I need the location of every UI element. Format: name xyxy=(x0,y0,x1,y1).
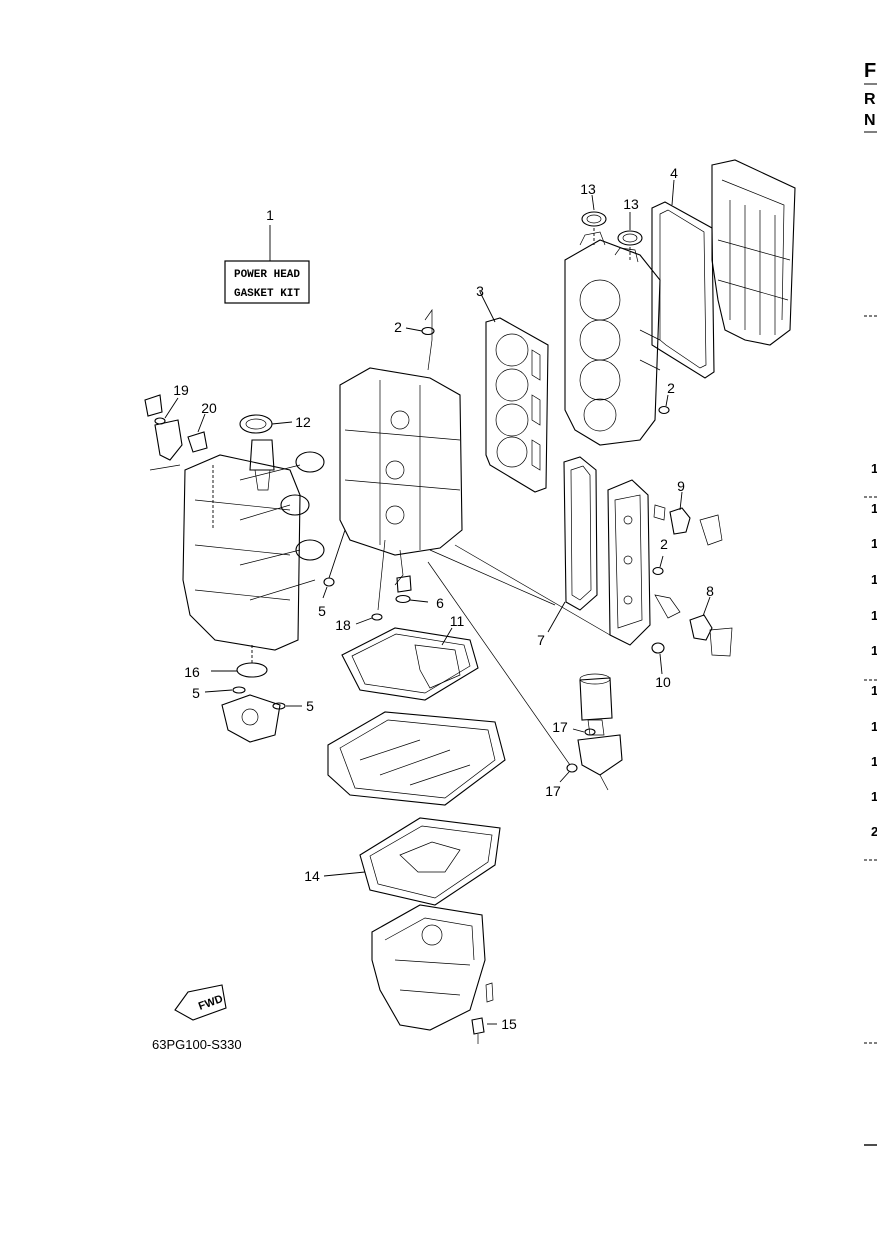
callout-20: 20 xyxy=(201,400,217,416)
edge-number: 1 xyxy=(871,572,877,587)
edge-number: 1 xyxy=(871,608,877,623)
crankcase-assembly xyxy=(182,439,325,651)
callout-2-top: 2 xyxy=(394,319,402,335)
o-ring-5-lower-left xyxy=(204,686,246,694)
callout-13-left: 13 xyxy=(580,181,596,197)
washer-right-mid xyxy=(652,555,664,576)
oil-seal-10 xyxy=(651,642,665,675)
cylinder-block xyxy=(339,308,463,611)
oil-pan-upper xyxy=(327,711,506,806)
callout-7: 7 xyxy=(537,632,545,648)
callout-6: 6 xyxy=(436,595,444,611)
callout-11: 11 xyxy=(450,613,465,629)
callout-5-lower-right: 5 xyxy=(306,698,314,714)
callout-4: 4 xyxy=(670,165,678,181)
valve-gasket-8 xyxy=(654,594,733,657)
exhaust-gasket-14 xyxy=(323,817,501,906)
exhaust-cover-gasket-7 xyxy=(547,456,598,633)
callout-17-upper: 17 xyxy=(552,719,568,735)
callout-5-lower-left: 5 xyxy=(192,685,200,701)
edge-number: 1 xyxy=(871,754,877,769)
camshaft-oil-seal-left xyxy=(581,194,607,245)
callout-14: 14 xyxy=(304,868,320,884)
callout-10: 10 xyxy=(655,674,671,690)
lower-housing-small xyxy=(221,694,281,743)
kit-box-line1: POWER HEAD xyxy=(234,269,300,281)
page-edge-text: F R N 1 1 1 1 1 1 1 1 1 1 2 xyxy=(864,60,877,1146)
callout-19: 19 xyxy=(173,382,189,398)
callout-17-lower: 17 xyxy=(545,783,561,799)
edge-number: 1 xyxy=(871,536,877,551)
washer-top xyxy=(405,326,435,336)
oil-filter-assembly xyxy=(577,673,623,791)
edge-number: 1 xyxy=(871,683,877,698)
o-ring-17-lower xyxy=(559,763,578,783)
edge-letter-r: R xyxy=(864,91,876,108)
callout-15: 15 xyxy=(501,1016,517,1032)
diagram-code: 63PG100-S330 xyxy=(152,1037,242,1052)
edge-letter-f: F xyxy=(864,60,876,82)
assembly-leader-lines xyxy=(427,544,611,766)
callout-12: 12 xyxy=(295,414,311,430)
oil-pan-gasket-11 xyxy=(341,627,479,701)
o-ring-17-upper xyxy=(572,728,596,736)
power-head-gasket-kit-box: POWER HEAD GASKET KIT xyxy=(224,225,310,304)
edge-number: 1 xyxy=(871,719,877,734)
kit-box-line2: GASKET KIT xyxy=(234,288,300,300)
head-cover-gasket xyxy=(651,179,715,379)
edge-number: 1 xyxy=(871,789,877,804)
cylinder-head xyxy=(564,231,661,446)
edge-number: 1 xyxy=(871,643,877,658)
o-ring-18 xyxy=(355,613,383,625)
callout-9: 9 xyxy=(677,478,685,494)
callout-1: 1 xyxy=(266,207,274,223)
cylinder-head-cover xyxy=(711,159,796,346)
forward-direction-arrow: FWD xyxy=(174,984,227,1021)
edge-number: 1 xyxy=(871,461,877,476)
callout-16: 16 xyxy=(184,664,200,680)
callout-5-upper: 5 xyxy=(318,603,326,619)
callout-labels: 1 2 2 2 3 4 5 5 5 6 7 8 9 10 11 12 13 13… xyxy=(173,165,714,1032)
oil-pan-lower xyxy=(371,904,486,1031)
callout-3: 3 xyxy=(476,283,484,299)
cylinder-head-gasket xyxy=(479,291,549,493)
exhaust-outer-cover xyxy=(607,479,651,646)
edge-number: 2 xyxy=(871,824,877,839)
o-ring-6 xyxy=(395,575,429,604)
callout-2-right-upper: 2 xyxy=(667,380,675,396)
callout-13-right: 13 xyxy=(623,196,639,212)
thermostat-gasket-9 xyxy=(653,491,723,546)
drain-bolt-15 xyxy=(471,982,497,1044)
edge-letter-n: N xyxy=(864,112,876,129)
crank-oil-seal-12 xyxy=(239,414,293,434)
callout-18: 18 xyxy=(335,617,351,633)
callout-8: 8 xyxy=(706,583,714,599)
o-ring-5-upper xyxy=(322,529,346,599)
camshaft-oil-seal-right xyxy=(617,212,643,262)
edge-number: 1 xyxy=(871,501,877,516)
oil-seal-16 xyxy=(211,645,268,678)
callout-2-right-mid: 2 xyxy=(660,536,668,552)
washer-right-upper xyxy=(658,394,670,415)
fitting-assembly xyxy=(144,394,208,471)
